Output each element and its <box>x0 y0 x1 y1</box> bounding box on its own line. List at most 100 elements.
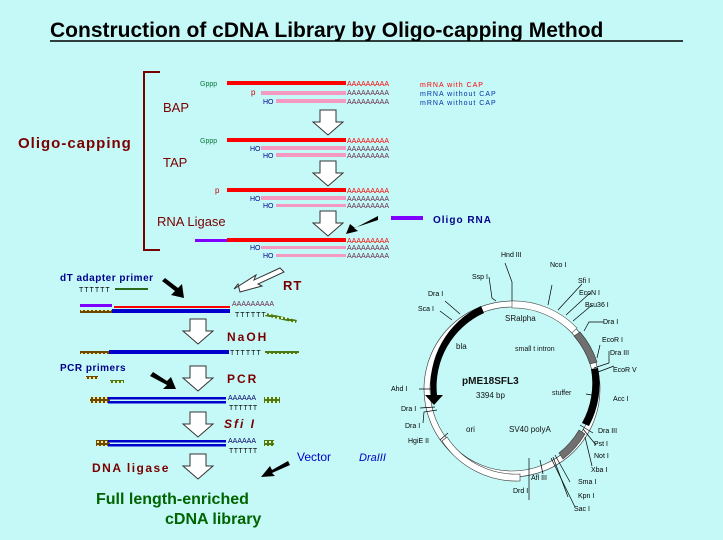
cdna-strand <box>112 309 230 313</box>
down-arrow-icon <box>182 365 214 392</box>
polya-short: AAAAAA <box>228 438 256 445</box>
uncapped-mrna-bar <box>276 254 346 257</box>
site-ecori: EcoR I <box>602 337 623 344</box>
vector-label: Vector <box>297 450 331 464</box>
site-drdi: Drd I <box>513 488 528 495</box>
legend-mrna-without-cap: mRNA without CAP <box>420 91 497 98</box>
site-leader-lines <box>419 262 615 508</box>
strand-end-label: HO <box>263 99 274 106</box>
polya-tail: AAAAAAAAA <box>347 238 389 245</box>
dt-seq: TTTTTT <box>229 405 258 412</box>
polya-tail: AAAAAAAAA <box>347 203 389 210</box>
dt-primer-bar <box>115 288 148 290</box>
pointer-arrow-icon <box>162 278 184 298</box>
site-econi: EcoN I <box>579 290 600 297</box>
strand-end-label: HO <box>250 146 261 153</box>
primer-hatch <box>110 380 124 383</box>
stage1-strands: Gppp AAAAAAAAA p AAAAAAAAA HO AAAAAAAAA … <box>200 81 497 107</box>
dt-seq: TTTTTT <box>235 312 267 319</box>
plasmid-map: pME18SFL3 3394 bp SRalpha small t intron… <box>391 252 637 513</box>
down-arrow-icon <box>182 453 214 480</box>
step-label-bap: BAP <box>163 100 189 115</box>
step-label-rna-ligase: RNA Ligase <box>157 214 226 229</box>
site-drai-left: Dra I <box>428 291 443 298</box>
stage3-strands: p AAAAAAAAA HO AAAAAAAAA HO AAAAAAAAA <box>215 186 389 210</box>
polya-tail: AAAAAAAAA <box>347 153 389 160</box>
uncapped-mrna-bar <box>276 153 346 157</box>
uncapped-mrna-bar <box>276 99 346 103</box>
site-sspi: Ssp I <box>472 274 488 281</box>
polya-tail: AAAAAAAAA <box>232 301 274 308</box>
site-bsu36i: Bsu36 I <box>585 302 609 309</box>
pcr-primers-label: PCR primers <box>60 363 126 374</box>
legend-mrna-with-cap: mRNA with CAP <box>420 82 484 89</box>
polya-tail: AAAAAAAAA <box>347 196 389 203</box>
region-label-small-t-intron: small t intron <box>515 346 555 353</box>
site-noti: Not I <box>594 453 609 460</box>
uncapped-mrna-bar <box>261 246 346 249</box>
sfi-label: Sfi I <box>224 417 256 431</box>
polya-tail: AAAAAAAAA <box>347 138 389 145</box>
strand-end-label: HO <box>250 245 261 252</box>
legend-mrna-without-cap: mRNA without CAP <box>420 100 497 107</box>
primer-hatch <box>264 440 274 446</box>
site-smai: Sma I <box>578 479 596 486</box>
dna-ligase-label: DNA ligase <box>92 461 170 475</box>
cdna-strand <box>108 444 226 447</box>
oligo-capping-label: Oligo-capping <box>18 135 132 152</box>
dt-primer-tail <box>265 313 297 323</box>
cdna-strand <box>108 397 226 400</box>
polya-tail: AAAAAAAAA <box>347 146 389 153</box>
polya-tail: AAAAAAAAA <box>347 253 389 260</box>
stage2-strands: Gppp AAAAAAAAA HO AAAAAAAAA HO AAAAAAAAA <box>200 138 389 160</box>
region-label-sralpha: SRalpha <box>505 314 536 323</box>
strand-end-label: p <box>251 88 256 97</box>
pointer-arrow-icon <box>261 461 290 477</box>
site-xbai: Xba I <box>591 467 607 474</box>
site-psti: Pst I <box>594 441 608 448</box>
naoh-label: NaOH <box>227 330 268 344</box>
site-kpni: Kpn I <box>578 493 594 500</box>
mrna-bar <box>114 306 230 308</box>
uncapped-mrna-bar <box>276 204 346 207</box>
region-bla <box>425 306 484 405</box>
vector-enzyme-label: DraIII <box>359 452 386 464</box>
site-sfii: Sfi I <box>578 278 590 285</box>
site-drai-l2: Dra I <box>405 423 420 430</box>
region-label-bla: bla <box>456 342 467 351</box>
region-small-t-intron <box>573 331 598 365</box>
site-hindiii: Hnd III <box>501 252 522 259</box>
pointer-arrow-icon <box>346 216 378 234</box>
site-acci: Acc I <box>613 396 629 403</box>
adapter-hatch <box>96 440 110 446</box>
capped-mrna-bar <box>227 138 346 142</box>
primer-hatch <box>265 351 299 354</box>
dt-seq: TTTTTT <box>230 350 262 357</box>
site-drai-l1: Dra I <box>401 406 416 413</box>
primer-hatch <box>86 376 98 379</box>
adapter-hatch <box>80 310 112 313</box>
strand-end-label: HO <box>250 196 261 203</box>
step-label-tap: TAP <box>163 155 187 170</box>
adapter-hatch <box>90 397 110 403</box>
plasmid-name: pME18SFL3 <box>462 376 519 387</box>
strand-end-label: Gppp <box>200 81 217 88</box>
oligo-rna-bar <box>195 239 227 242</box>
down-arrow-icon <box>182 411 214 438</box>
dt-seq: TTTTTT <box>229 448 258 455</box>
region-stuffer <box>582 368 600 426</box>
plasmid-size: 3394 bp <box>476 391 505 400</box>
strand-end-label: HO <box>263 203 274 210</box>
adapter-hatch <box>80 351 112 354</box>
polya-short: AAAAAA <box>228 395 256 402</box>
site-ahdi: Ahd I <box>391 386 407 393</box>
site-ecorv: EcoR V <box>613 367 637 374</box>
polya-tail: AAAAAAAAA <box>347 90 389 97</box>
site-drai-right: Dra I <box>603 319 618 326</box>
ligated-mrna-bar <box>227 238 346 242</box>
pcr-label: PCR <box>227 372 258 386</box>
site-afliii: Afl III <box>531 475 547 482</box>
site-ncoi: Nco I <box>550 262 566 269</box>
oligo-capping-bracket <box>143 71 160 251</box>
